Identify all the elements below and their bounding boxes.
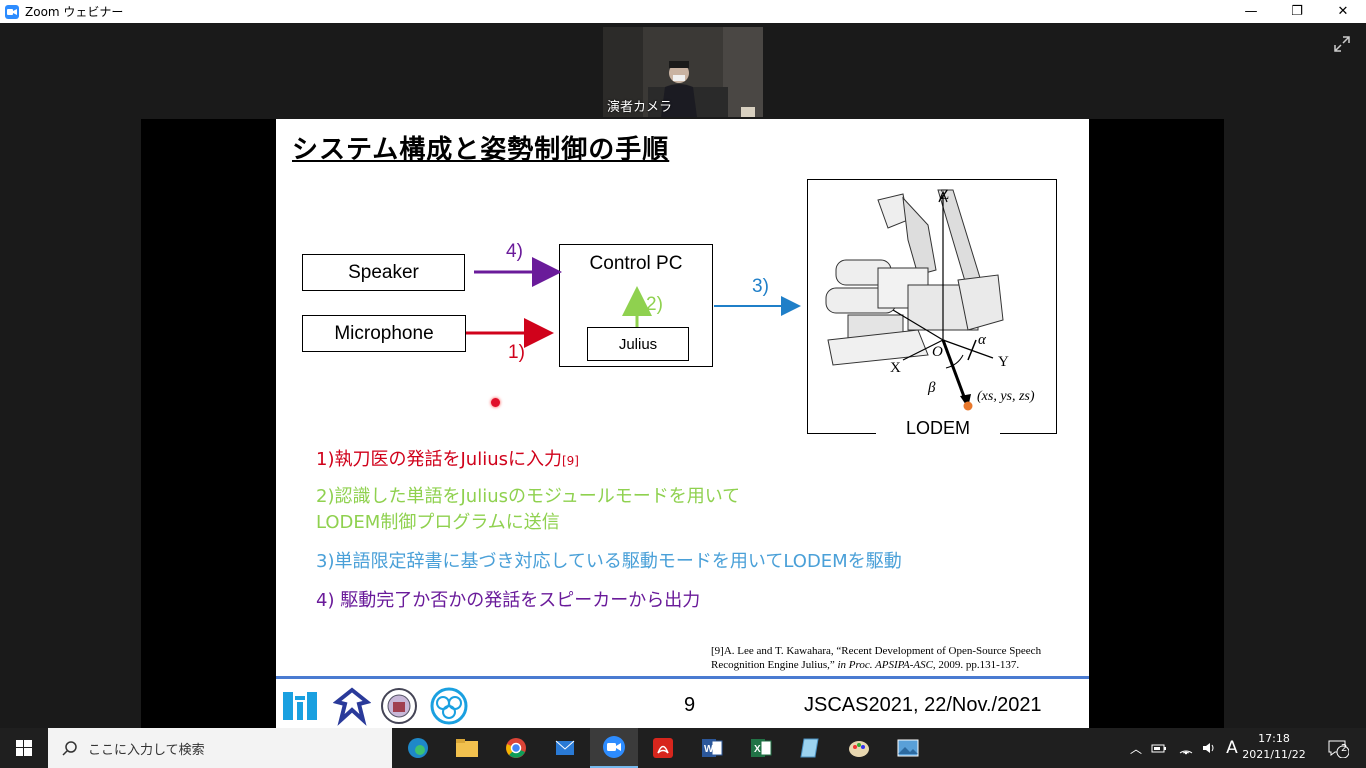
beta-label: β [928, 380, 936, 396]
conference-label: JSCAS2021, 22/Nov./2021 [804, 694, 1042, 716]
university-logo-2 [332, 686, 372, 730]
notepad-app-button[interactable] [786, 728, 834, 768]
speaker-camera-video[interactable]: 演者カメラ [603, 27, 763, 117]
slide-title: システム構成と姿勢制御の手順 [292, 135, 670, 165]
step-2-line-1: 2)認識した単語をJuliusのモジュールモードを用いて [316, 486, 741, 507]
paint-app-button[interactable] [835, 728, 883, 768]
reference-citation: [9]A. Lee and T. Kawahara, “Recent Devel… [711, 645, 1042, 671]
acrobat-app-button[interactable] [639, 728, 687, 768]
julius-box: Julius [587, 327, 689, 361]
clock-date: 2021/11/22 [1242, 748, 1306, 761]
notification-icon [1328, 740, 1349, 758]
notifications-button[interactable]: 2 [1320, 728, 1356, 768]
arrow-1-label: 1) [508, 342, 525, 363]
file-explorer-button[interactable] [443, 728, 491, 768]
outlook-app-button[interactable] [541, 728, 589, 768]
pdf-icon [653, 738, 673, 758]
chrome-app-button[interactable] [492, 728, 540, 768]
search-placeholder: ここに入力して検索 [88, 742, 205, 758]
page-number: 9 [684, 694, 696, 716]
notepad-icon [800, 738, 819, 758]
lodem-label: LODEM [876, 418, 1000, 440]
camera-label: 演者カメラ [607, 100, 673, 115]
laser-pointer [491, 398, 500, 407]
step-1: 1)執刀医の発話をJuliusに入力[9] [316, 449, 579, 470]
photos-icon [897, 739, 919, 757]
microphone-box: Microphone [302, 315, 466, 352]
axis-z-label: Z [940, 187, 950, 203]
footer-divider [276, 676, 1089, 679]
zoom-app-icon [5, 4, 19, 19]
search-icon [62, 741, 77, 756]
edge-app-button[interactable] [394, 728, 442, 768]
word-icon: W [702, 739, 723, 757]
step-2-line-2: LODEM制御プログラムに送信 [316, 512, 560, 533]
zoom-icon [603, 736, 625, 758]
battery-icon[interactable] [1150, 728, 1168, 768]
close-button[interactable]: ✕ [1337, 4, 1349, 19]
window-title: Zoom ウェビナー [25, 5, 124, 19]
lodem-figure: Z X Y O α β (xs, ys, zs) LODEM [807, 179, 1057, 440]
minimize-button[interactable]: — [1244, 4, 1258, 19]
taskbar-clock[interactable]: 17:18 2021/11/22 [1234, 731, 1314, 763]
palette-icon [849, 741, 869, 757]
notification-count: 2 [1341, 743, 1348, 754]
restore-button[interactable]: ❐ [1291, 4, 1303, 19]
presentation-slide: システム構成と姿勢制御の手順 Speaker Microphone Contro… [276, 119, 1089, 728]
mail-icon [555, 740, 575, 755]
step-4: 4) 駆動完了か否かの発話をスピーカーから出力 [316, 590, 701, 611]
speaker-box: Speaker [302, 254, 465, 291]
axis-y-label: Y [998, 354, 1009, 370]
ime-indicator[interactable]: A [1226, 738, 1238, 758]
windows-taskbar: ここに入力して検索 W X ︿ A 17:18 2021/11/22 2 [0, 728, 1366, 768]
word-app-button[interactable]: W [688, 728, 736, 768]
volume-icon[interactable] [1200, 728, 1218, 768]
show-hidden-icons-chevron-icon[interactable]: ︿ [1129, 741, 1142, 756]
window-titlebar: Zoom ウェビナー — ❐ ✕ [0, 0, 1366, 23]
axis-x-label: X [890, 360, 901, 376]
edge-icon [408, 738, 428, 758]
folder-icon [456, 739, 478, 757]
university-logo-3 [379, 686, 419, 730]
arrow-3-label: 3) [752, 276, 769, 297]
point-label: (xs, ys, zs) [977, 389, 1035, 404]
fullscreen-icon[interactable] [1333, 35, 1353, 55]
svg-text:W: W [704, 744, 714, 755]
zoom-app-button[interactable] [590, 728, 638, 768]
alpha-label: α [978, 332, 986, 348]
svg-text:X: X [754, 744, 761, 755]
wifi-icon[interactable] [1177, 728, 1195, 768]
excel-icon: X [751, 739, 772, 757]
chrome-icon [506, 738, 526, 758]
origin-label: O [932, 344, 943, 360]
taskbar-search-box[interactable]: ここに入力して検索 [48, 728, 392, 768]
photos-app-button[interactable] [884, 728, 932, 768]
university-logo-1 [281, 686, 321, 730]
diagram-arrows [466, 257, 801, 348]
step-3: 3)単語限定辞書に基づき対応している駆動モードを用いてLODEMを駆動 [316, 551, 902, 572]
start-button[interactable] [0, 728, 48, 768]
arrow-4-label: 4) [506, 241, 523, 262]
clock-time: 17:18 [1258, 732, 1290, 745]
windows-logo-icon [16, 740, 32, 756]
university-logo-4 [429, 686, 469, 730]
excel-app-button[interactable]: X [737, 728, 785, 768]
arrow-2-label: 2) [646, 294, 663, 315]
